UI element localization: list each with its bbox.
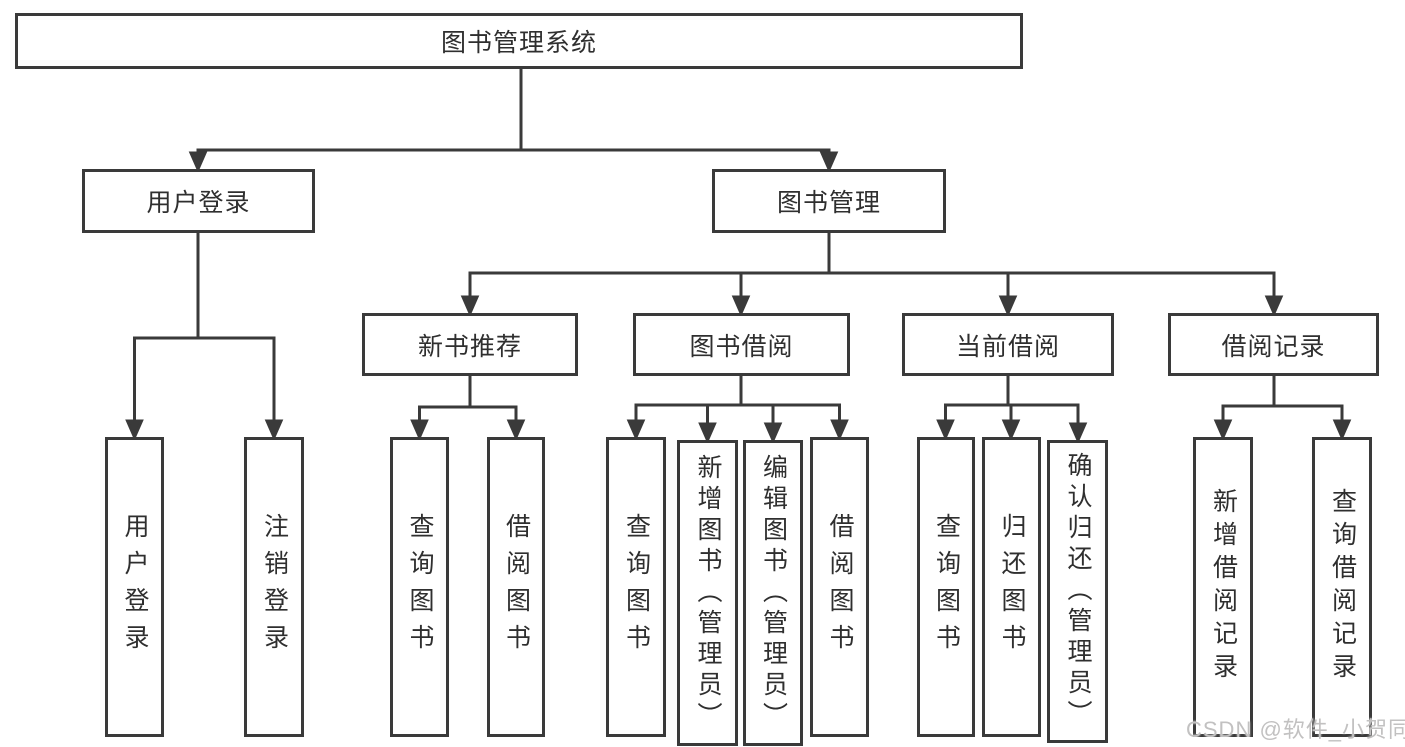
leaf-user-login: 用户登录 (105, 437, 164, 737)
leaf-recommend-borrow-books: 借阅图书 (487, 437, 545, 737)
node-borrowing-records-label: 借阅记录 (1221, 332, 1326, 361)
watermark: CSDN @软件_小贺同学 (1186, 717, 1405, 742)
node-new-book-recommend-label: 新书推荐 (417, 332, 522, 361)
leaf-recommend-borrow-books-label: 借阅图书 (502, 513, 531, 661)
leaf-add-books-admin-label: 新增图书（管理员） (694, 453, 722, 733)
node-new-book-recommend: 新书推荐 (362, 313, 578, 376)
leaf-recommend-query-books-label: 查询图书 (406, 513, 434, 661)
leaf-edit-books-admin: 编辑图书（管理员） (743, 440, 803, 746)
leaf-borrowing-borrow-books: 借阅图书 (810, 437, 869, 737)
node-current-borrowing: 当前借阅 (902, 313, 1114, 376)
leaf-add-borrow-record: 新增借阅记录 (1193, 437, 1253, 737)
node-book-borrowing: 图书借阅 (633, 313, 850, 376)
node-root: 图书管理系统 (15, 13, 1023, 69)
leaf-recommend-query-books: 查询图书 (390, 437, 449, 737)
leaf-add-books-admin: 新增图书（管理员） (677, 440, 738, 746)
leaf-query-borrow-record: 查询借阅记录 (1312, 437, 1372, 737)
leaf-user-login-label: 用户登录 (121, 513, 149, 661)
leaf-return-books: 归还图书 (982, 437, 1041, 737)
leaf-query-borrow-record-label: 查询借阅记录 (1328, 488, 1357, 686)
leaf-borrowing-query-books-label: 查询图书 (622, 513, 651, 661)
leaf-edit-books-admin-label: 编辑图书（管理员） (759, 453, 788, 733)
leaf-add-borrow-record-label: 新增借阅记录 (1209, 488, 1238, 686)
node-root-label: 图书管理系统 (440, 29, 597, 57)
leaf-current-query-books: 查询图书 (917, 437, 975, 737)
node-current-borrowing-label: 当前借阅 (955, 332, 1060, 361)
leaf-confirm-return-admin-label: 确认归还（管理员） (1064, 452, 1092, 731)
leaf-borrowing-query-books: 查询图书 (606, 437, 666, 737)
leaf-return-books-label: 归还图书 (998, 513, 1026, 661)
node-user-login-label: 用户登录 (146, 189, 251, 217)
leaf-logout: 注销登录 (244, 437, 304, 737)
leaf-current-query-books-label: 查询图书 (932, 513, 961, 661)
node-user-login: 用户登录 (82, 169, 315, 233)
leaf-confirm-return-admin: 确认归还（管理员） (1047, 440, 1108, 743)
leaf-borrowing-borrow-books-label: 借阅图书 (826, 513, 854, 661)
node-book-borrowing-label: 图书借阅 (689, 332, 794, 361)
node-borrowing-records: 借阅记录 (1168, 313, 1379, 376)
leaf-logout-label: 注销登录 (260, 513, 289, 661)
node-book-management-label: 图书管理 (776, 189, 881, 217)
node-book-management: 图书管理 (712, 169, 946, 233)
